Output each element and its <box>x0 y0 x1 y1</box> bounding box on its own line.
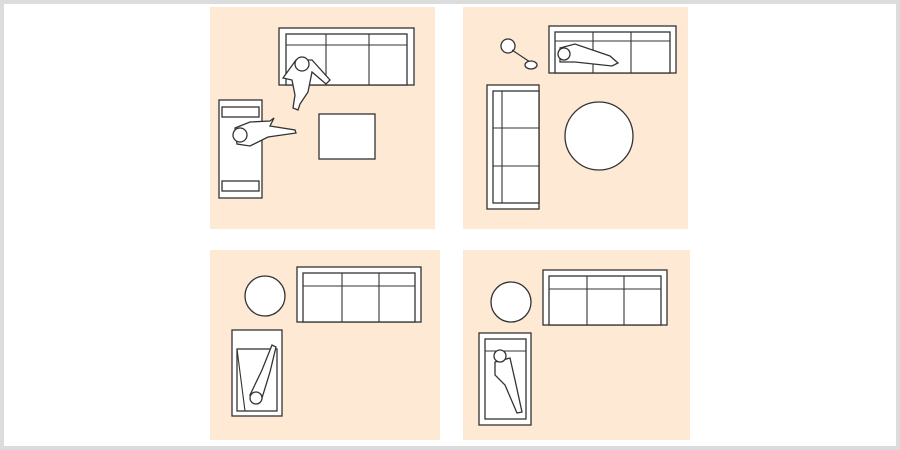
three-seat-sofa <box>296 266 422 323</box>
layout-3 <box>210 250 440 440</box>
standing-person-icon <box>281 56 331 111</box>
reclining-person-icon <box>493 349 523 414</box>
three-seat-sofa-vertical <box>486 84 540 210</box>
round-side-table <box>244 275 286 317</box>
square-coffee-table <box>318 113 376 160</box>
round-side-table <box>490 281 532 323</box>
seated-person-icon <box>232 117 297 147</box>
armchair <box>218 99 263 199</box>
reclining-person-icon <box>249 344 277 405</box>
three-seat-sofa <box>542 269 668 326</box>
layout-1 <box>210 7 435 229</box>
floor-lamp-icon <box>500 38 538 70</box>
round-coffee-table <box>564 101 634 171</box>
layout-2 <box>463 7 688 229</box>
reclining-person-icon <box>557 43 620 67</box>
layout-4 <box>463 250 690 440</box>
